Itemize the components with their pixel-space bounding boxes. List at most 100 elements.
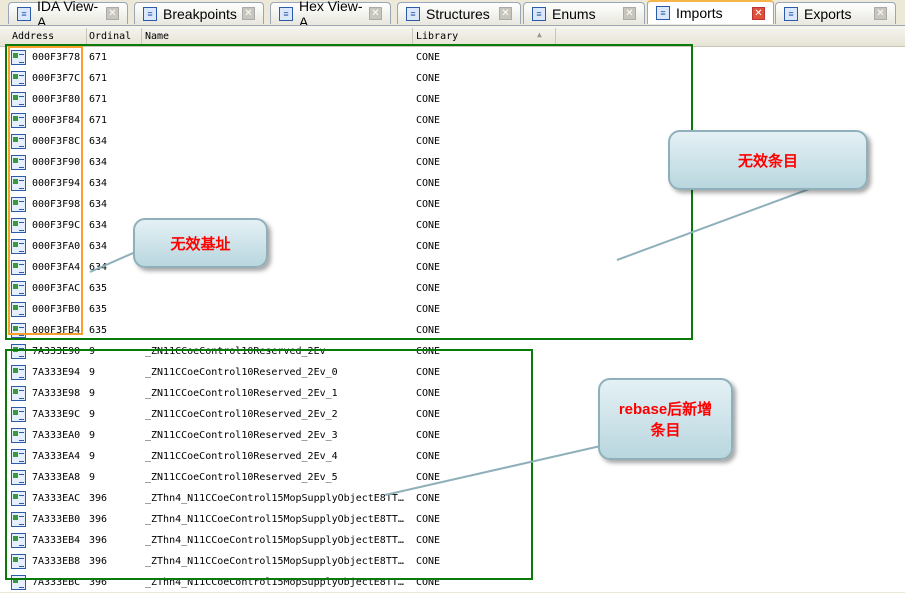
- close-tab-icon[interactable]: ✕: [242, 7, 255, 20]
- tab-label: Enums: [552, 5, 596, 22]
- library-cell: CONE: [416, 73, 441, 84]
- library-cell: CONE: [416, 430, 441, 441]
- table-row[interactable]: 7A333EB4 396 _ZThn4_N11CCoeControl15MopS…: [0, 530, 905, 551]
- table-row[interactable]: 000F3FAC 635 CONE: [0, 278, 905, 299]
- table-row[interactable]: 7A333EA4 9 _ZN11CCoeControl10Reserved_2E…: [0, 446, 905, 467]
- close-tab-icon[interactable]: ✕: [874, 7, 887, 20]
- table-row[interactable]: 7A333E98 9 _ZN11CCoeControl10Reserved_2E…: [0, 383, 905, 404]
- close-tab-icon[interactable]: ✕: [369, 7, 382, 20]
- table-row[interactable]: 000F3F80 671 CONE: [0, 89, 905, 110]
- close-tab-icon[interactable]: ✕: [752, 6, 765, 20]
- address-cell: 7A333EA4: [32, 451, 81, 462]
- tab-ida-view-a[interactable]: ≡IDA View-A✕: [8, 0, 128, 30]
- close-tab-icon[interactable]: ✕: [623, 7, 636, 20]
- library-cell: CONE: [416, 514, 441, 525]
- ordinal-cell: 671: [89, 73, 108, 84]
- tab-label: IDA View-A: [37, 0, 99, 30]
- column-header-name[interactable]: Name: [145, 31, 170, 42]
- callout-invalid-entries: 无效条目: [668, 130, 868, 190]
- import-icon: [11, 218, 26, 233]
- tab-hex-view-a[interactable]: ≡Hex View-A✕: [270, 0, 391, 30]
- table-row[interactable]: 7A333EB0 396 _ZThn4_N11CCoeControl15MopS…: [0, 509, 905, 530]
- ordinal-cell: 396: [89, 535, 108, 546]
- column-header-ordinal[interactable]: Ordinal: [89, 31, 132, 42]
- tab-exports[interactable]: ≡ Exports ✕: [775, 2, 896, 24]
- library-cell: CONE: [416, 220, 441, 231]
- ordinal-cell: 634: [89, 241, 108, 252]
- address-cell: 000F3FA4: [32, 262, 81, 273]
- library-cell: CONE: [416, 115, 441, 126]
- ordinal-cell: 396: [89, 514, 108, 525]
- library-cell: CONE: [416, 409, 441, 420]
- tab-label: Breakpoints: [163, 5, 237, 22]
- table-row[interactable]: 000F3FB4 635 CONE: [0, 320, 905, 341]
- tab-label: Structures: [426, 5, 490, 22]
- name-cell: _ZN11CCoeControl10Reserved_2Ev: [145, 346, 326, 357]
- address-cell: 000F3FAC: [32, 283, 81, 294]
- table-row[interactable]: 000F3F94 634 CONE: [0, 173, 905, 194]
- library-cell: CONE: [416, 178, 441, 189]
- address-cell: 000F3F84: [32, 115, 81, 126]
- name-cell: _ZThn4_N11CCoeControl15MopSupplyObjectE8…: [145, 556, 404, 567]
- table-row[interactable]: 7A333E94 9 _ZN11CCoeControl10Reserved_2E…: [0, 362, 905, 383]
- table-row[interactable]: 7A333EBC 396 _ZThn4_N11CCoeControl15MopS…: [0, 572, 905, 593]
- import-icon: [11, 155, 26, 170]
- name-cell: _ZThn4_N11CCoeControl15MopSupplyObjectE8…: [145, 535, 404, 546]
- tab-enums[interactable]: ≡Enums✕: [523, 2, 645, 24]
- address-cell: 000F3F9C: [32, 220, 81, 231]
- table-row[interactable]: 7A333EB8 396 _ZThn4_N11CCoeControl15MopS…: [0, 551, 905, 572]
- table-row[interactable]: 000F3F78 671 CONE: [0, 47, 905, 68]
- library-cell: CONE: [416, 451, 441, 462]
- import-icon: [11, 302, 26, 317]
- table-row[interactable]: 7A333EAC 396 _ZThn4_N11CCoeControl15MopS…: [0, 488, 905, 509]
- import-icon: [11, 449, 26, 464]
- table-row[interactable]: 000F3F8C 634 CONE: [0, 131, 905, 152]
- ordinal-cell: 634: [89, 157, 108, 168]
- close-tab-icon[interactable]: ✕: [106, 7, 119, 20]
- address-cell: 000F3F98: [32, 199, 81, 210]
- table-row[interactable]: 7A333E9C 9 _ZN11CCoeControl10Reserved_2E…: [0, 404, 905, 425]
- table-row[interactable]: 000F3F7C 671 CONE: [0, 68, 905, 89]
- column-header-address[interactable]: Address: [12, 31, 55, 42]
- address-cell: 7A333E9C: [32, 409, 81, 420]
- import-icon: [11, 407, 26, 422]
- table-row[interactable]: 000F3F9C 634 CONE: [0, 215, 905, 236]
- address-cell: 7A333E94: [32, 367, 81, 378]
- address-cell: 7A333EAC: [32, 493, 81, 504]
- table-row[interactable]: 000F3F90 634 CONE: [0, 152, 905, 173]
- library-cell: CONE: [416, 325, 441, 336]
- name-cell: _ZThn4_N11CCoeControl15MopSupplyObjectE8…: [145, 577, 404, 588]
- table-row[interactable]: 000F3F98 634 CONE: [0, 194, 905, 215]
- library-cell: CONE: [416, 367, 441, 378]
- address-cell: 7A333EB8: [32, 556, 81, 567]
- import-icon: [11, 71, 26, 86]
- tab-breakpoints[interactable]: ≡Breakpoints✕: [134, 2, 264, 24]
- column-header-library[interactable]: Library: [416, 31, 459, 42]
- imports-table[interactable]: Address Ordinal Name Library ▲ 000F3F78 …: [0, 25, 905, 592]
- table-row[interactable]: 000F3F84 671 CONE: [0, 110, 905, 131]
- exports-icon: ≡: [784, 6, 798, 21]
- tab-structures[interactable]: ≡Structures✕: [397, 2, 521, 24]
- table-row[interactable]: 7A333E90 9 _ZN11CCoeControl10Reserved_2E…: [0, 341, 905, 362]
- import-icon: [11, 92, 26, 107]
- ordinal-cell: 9: [89, 346, 96, 357]
- ordinal-cell: 634: [89, 178, 108, 189]
- table-row[interactable]: 7A333EA8 9 _ZN11CCoeControl10Reserved_2E…: [0, 467, 905, 488]
- tab-label: Exports: [804, 5, 852, 22]
- import-icon: [11, 533, 26, 548]
- tab-imports[interactable]: ≡Imports✕: [647, 0, 774, 24]
- table-row[interactable]: 000F3FA0 634 CONE: [0, 236, 905, 257]
- address-cell: 000F3FB0: [32, 304, 81, 315]
- ordinal-cell: 671: [89, 115, 108, 126]
- ordinal-cell: 396: [89, 577, 108, 588]
- import-icon: [11, 239, 26, 254]
- ordinal-cell: 396: [89, 493, 108, 504]
- close-tab-icon[interactable]: ✕: [499, 7, 512, 20]
- import-icon: [11, 512, 26, 527]
- library-cell: CONE: [416, 577, 441, 588]
- table-row[interactable]: 000F3FB0 635 CONE: [0, 299, 905, 320]
- import-icon: [11, 281, 26, 296]
- address-cell: 7A333EB4: [32, 535, 81, 546]
- address-cell: 000F3F8C: [32, 136, 81, 147]
- table-row[interactable]: 7A333EA0 9 _ZN11CCoeControl10Reserved_2E…: [0, 425, 905, 446]
